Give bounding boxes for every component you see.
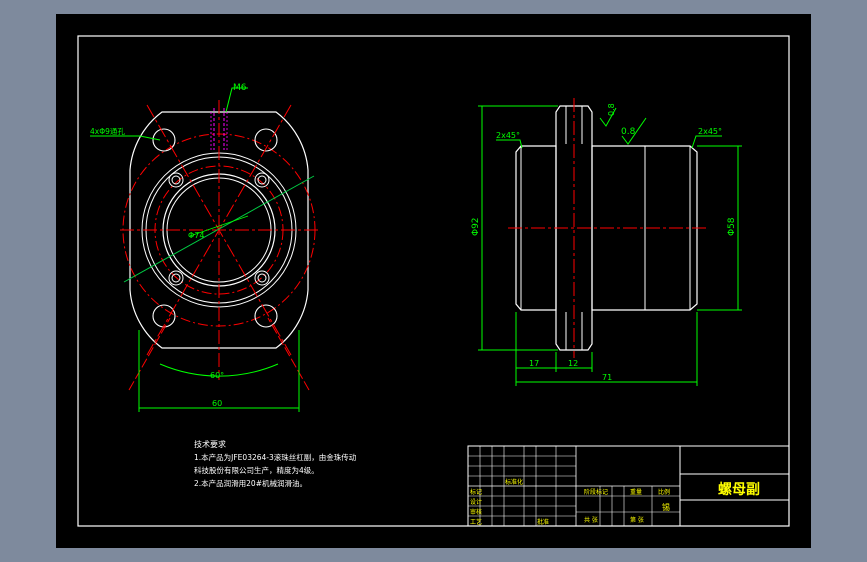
angle-dimension-arc: [159, 363, 279, 377]
return-hole-2: [254, 172, 270, 188]
roughness-label-1: 0.8: [607, 103, 616, 116]
tb-label-design: 设计: [470, 498, 482, 506]
holes-leader: [90, 135, 161, 141]
roughness-symbol-1: [599, 107, 617, 127]
roughness-label-2: 0.8: [621, 127, 636, 137]
tb-material: 锡: [662, 503, 670, 512]
front-view: M6 4xΦ9通孔 Φ74 60° 60: [90, 83, 318, 412]
chamfer-leader-right: [691, 135, 722, 149]
return-hole-1: [168, 172, 184, 188]
dim-12-label: 12: [568, 359, 578, 368]
tb-label-review: 审核: [470, 508, 482, 516]
roughness-symbol-2: [621, 117, 647, 145]
return-hole-2-inner: [257, 175, 267, 185]
return-hole-1-inner: [171, 175, 181, 185]
side-view: 2x45° 2x45° 0.8 0.8 Φ92 Φ58 17 12 71: [471, 98, 742, 386]
notes-title: 技术要求: [194, 439, 226, 449]
angle-ray-left: [128, 317, 171, 391]
tb-label-sheet-no: 第 张: [630, 516, 644, 524]
tb-label-standard: 标准化: [505, 478, 523, 486]
flange-outline: [129, 111, 309, 349]
tb-label-approve: 批准: [537, 518, 549, 526]
width-label: 60: [212, 399, 222, 408]
tb-label-mark: 标记: [470, 488, 482, 496]
title-block: 标记 设计 审核 工艺 标准化 批准 阶段标记 重量 比例 共 张 第 张 锡 …: [467, 445, 790, 527]
diameter-label: Φ74: [188, 231, 204, 240]
diameter-leader: [189, 215, 249, 237]
tb-label-stage: 阶段标记: [584, 488, 608, 496]
mounting-hole-2: [254, 128, 278, 152]
tb-part-name: 螺母副: [718, 481, 760, 498]
return-hole-4: [254, 270, 270, 286]
dim-17-label: 17: [529, 359, 539, 368]
notes-line-3: 2.本产品润滑用20#机械润滑油。: [194, 478, 307, 488]
chamfer-leader-left: [496, 139, 523, 149]
body-diameter-label: Φ58: [727, 217, 737, 236]
chamfer-left-label: 2x45°: [496, 131, 520, 140]
angle-label: 60°: [210, 371, 224, 380]
mounting-hole-3: [152, 304, 176, 328]
tb-label-weight: 重量: [630, 488, 642, 496]
mounting-hole-4: [254, 304, 278, 328]
notes-line-2: 科技股份有限公司生产，精度为4级。: [194, 465, 319, 475]
section-line: [123, 175, 315, 283]
diagonal-center-line-2: [146, 104, 292, 356]
mounting-hole-1: [152, 128, 176, 152]
tb-label-scale: 比例: [658, 488, 670, 496]
dim-71-label: 71: [602, 373, 612, 382]
return-hole-3-inner: [171, 273, 181, 283]
flange-side-outline: [555, 105, 593, 351]
chamfer-right-label: 2x45°: [698, 127, 722, 136]
return-hole-3: [168, 270, 184, 286]
thread-label: M6: [233, 83, 247, 93]
tb-label-sheets: 共 张: [584, 516, 598, 524]
angle-ray-right: [267, 317, 310, 391]
holes-label: 4xΦ9通孔: [90, 126, 125, 136]
technical-notes: 技术要求 1.本产品为JFE03264-3滚珠丝杠副，由金珠传动 科技股份有限公…: [194, 439, 357, 488]
outer-diameter-label: Φ92: [471, 217, 481, 236]
tb-label-process: 工艺: [470, 518, 482, 526]
notes-line-1: 1.本产品为JFE03264-3滚珠丝杠副，由金珠传动: [194, 452, 357, 462]
drawing-border: [77, 35, 790, 527]
thread-leader: [225, 87, 248, 113]
return-hole-4-inner: [257, 273, 267, 283]
